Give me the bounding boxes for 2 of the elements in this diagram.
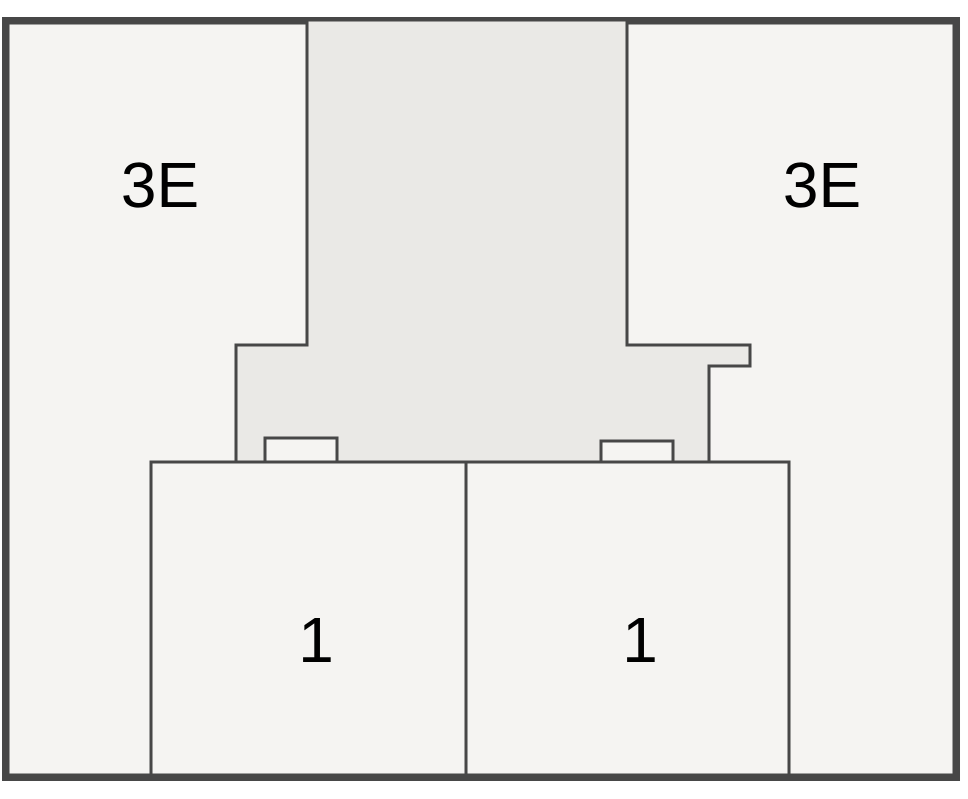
room: 1 <box>464 460 790 776</box>
room: 1 <box>150 460 468 776</box>
